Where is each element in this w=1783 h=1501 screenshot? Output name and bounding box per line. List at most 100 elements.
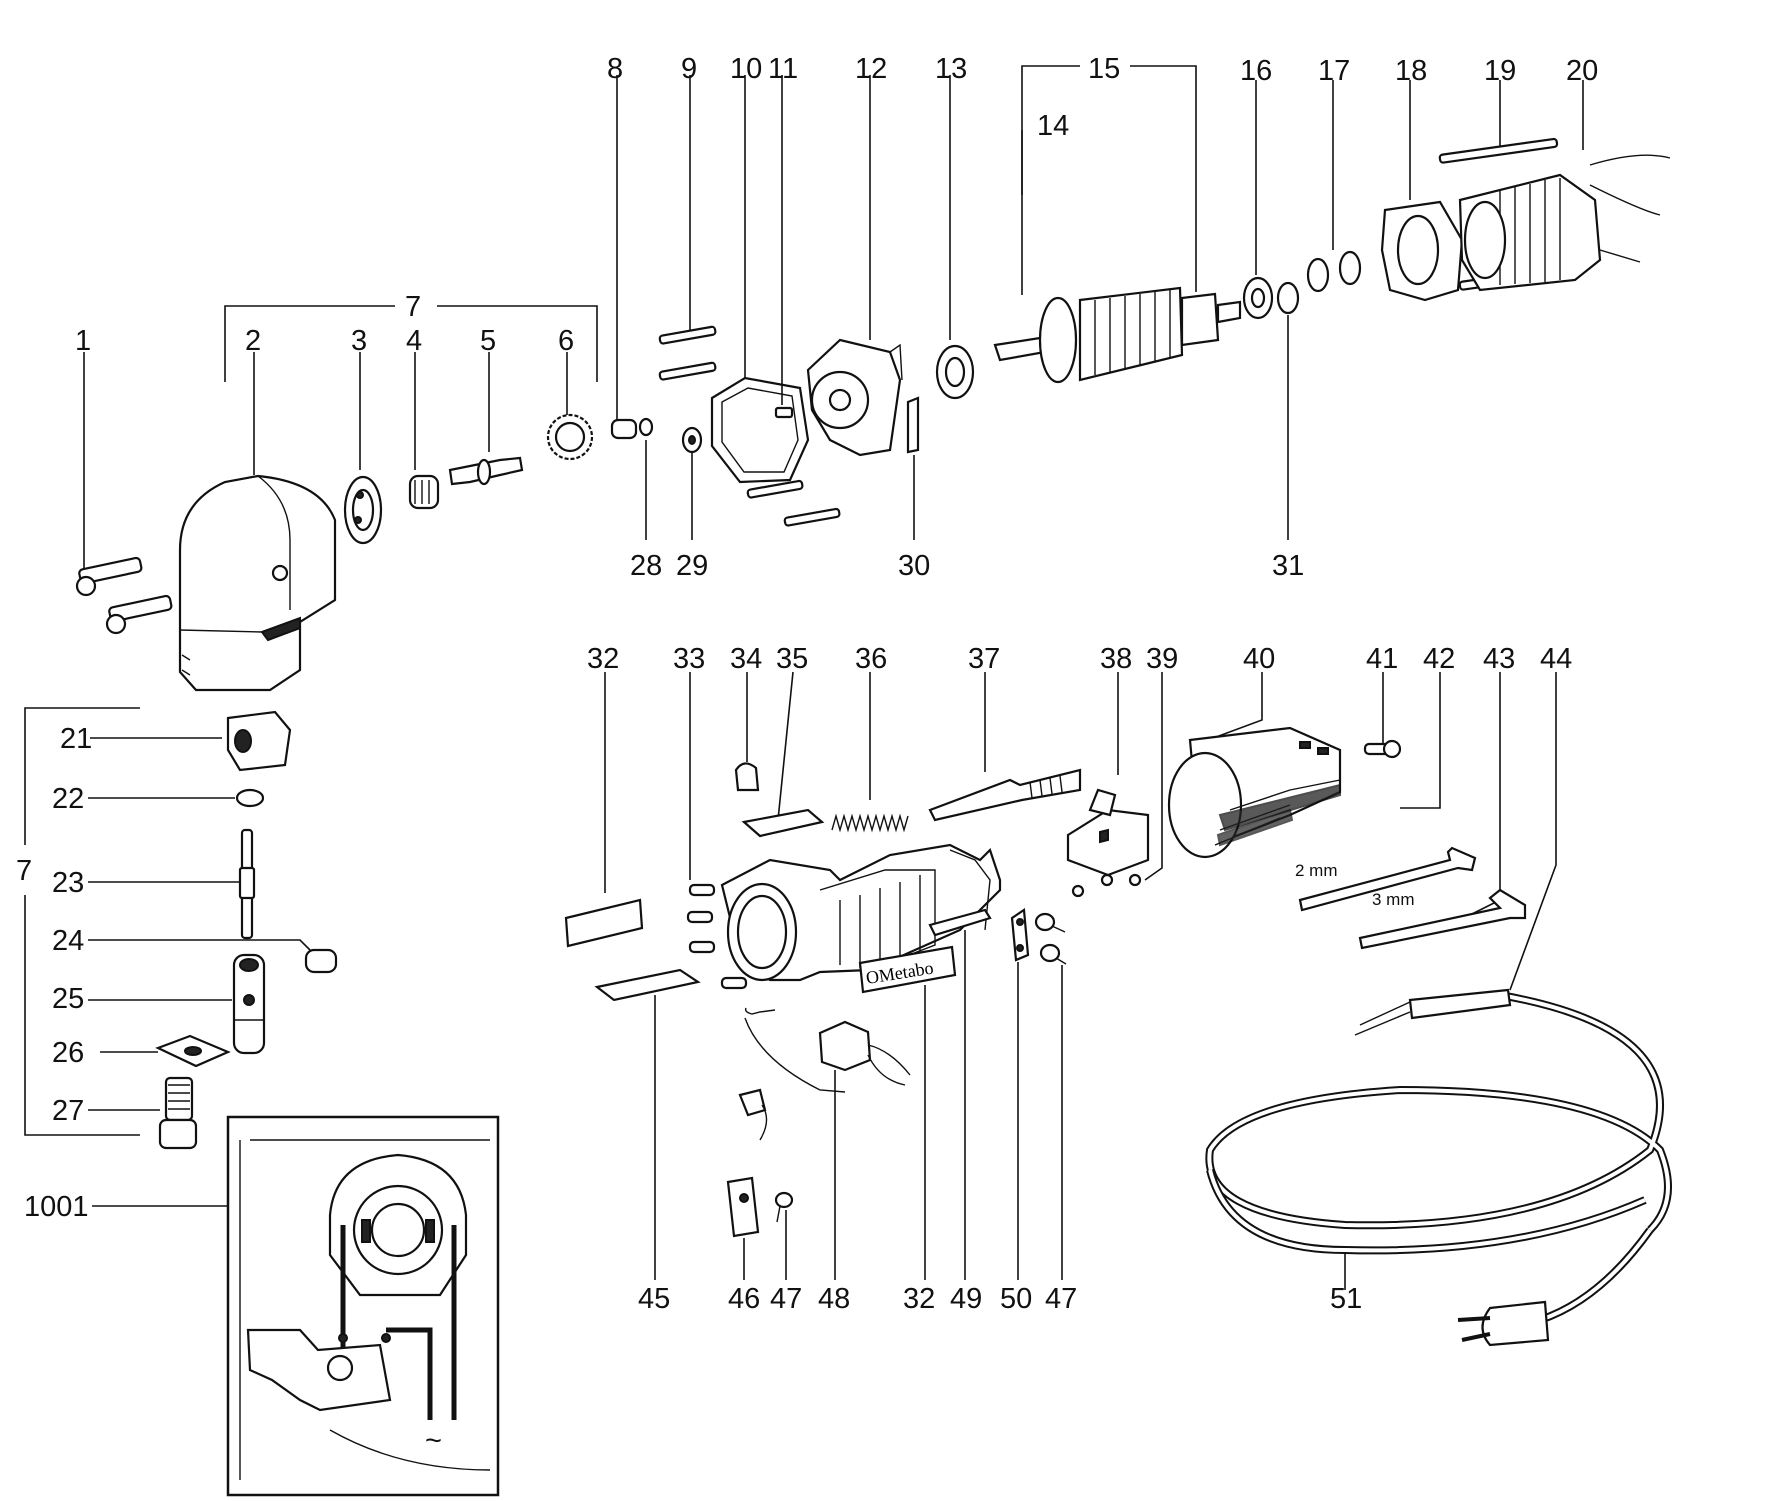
label-18: 18	[1395, 55, 1427, 87]
dim-3mm: 3 mm	[1372, 890, 1415, 909]
part-10-gasket	[710, 75, 810, 484]
label-44: 44	[1540, 643, 1572, 675]
label-50: 50	[1000, 1283, 1032, 1315]
label-39: 39	[1146, 643, 1178, 675]
label-2: 2	[245, 325, 261, 357]
part-47-screws-right	[1034, 912, 1067, 1280]
part-45-label	[594, 968, 701, 1280]
label-31: 31	[1272, 550, 1304, 582]
label-7-left: 7	[16, 855, 32, 887]
part-26-plate	[100, 1034, 231, 1068]
part-number-labels: 1 2 3 4 5 6 8 9 10 11 12 13 14 15 16 17 …	[24, 53, 1598, 1315]
label-19: 19	[1484, 55, 1516, 87]
label-28: 28	[630, 550, 662, 582]
label-43: 43	[1483, 643, 1515, 675]
part-31-ring	[1276, 281, 1300, 540]
label-13: 13	[935, 53, 967, 85]
label-29: 29	[676, 550, 708, 582]
label-37: 37	[968, 643, 1000, 675]
flange-screw	[783, 507, 841, 527]
motor-housing	[720, 843, 1002, 982]
part-12-bearing-flange	[806, 75, 903, 457]
part-3-ball-bearing	[343, 352, 383, 545]
part-18-stator-ring	[1380, 80, 1464, 302]
part-46-bracket	[726, 1088, 768, 1280]
label-15: 15	[1088, 53, 1120, 85]
part-30-pad	[906, 396, 920, 540]
label-17: 17	[1318, 55, 1350, 87]
part-9-screws	[658, 75, 717, 381]
label-21: 21	[60, 723, 92, 755]
part-28-ring	[638, 417, 654, 540]
part-16-ball-bearing	[1242, 80, 1274, 320]
part-20-field-winding	[1458, 80, 1671, 292]
label-24: 24	[52, 925, 84, 957]
part-38-switch	[1066, 672, 1150, 877]
label-49: 49	[950, 1283, 982, 1315]
label-9: 9	[681, 53, 697, 85]
label-51: 51	[1330, 1283, 1362, 1315]
part-35-plate	[741, 671, 825, 838]
label-47-left: 47	[770, 1283, 802, 1315]
label-48: 48	[818, 1283, 850, 1315]
dim-2mm: 2 mm	[1295, 861, 1338, 880]
part-48-capacitor	[744, 1007, 911, 1280]
flange-screw	[746, 479, 804, 499]
part-21-die	[90, 710, 292, 772]
label-38: 38	[1100, 643, 1132, 675]
part-37-switch-rod	[928, 672, 1082, 822]
ac-symbol: ~	[425, 1425, 442, 1457]
label-27: 27	[52, 1095, 84, 1127]
part-36-spring	[831, 672, 909, 833]
label-11: 11	[768, 53, 798, 85]
label-20: 20	[1566, 55, 1598, 87]
label-42: 42	[1423, 643, 1455, 675]
label-34: 34	[730, 643, 762, 675]
label-22: 22	[52, 783, 84, 815]
label-35: 35	[776, 643, 808, 675]
label-41: 41	[1366, 643, 1398, 675]
label-14: 14	[1037, 110, 1069, 142]
part-4-needle-sleeve	[408, 352, 440, 510]
part-34-clip	[734, 672, 760, 792]
label-45: 45	[638, 1283, 670, 1315]
part-14-armature	[993, 286, 1242, 384]
part-49-bracket	[928, 908, 992, 1280]
label-1: 1	[75, 325, 91, 357]
part-11-pin	[774, 75, 794, 419]
part-2-gear-housing	[178, 352, 337, 692]
metabo-nameplate: OMetabo	[858, 945, 957, 1280]
part-47-screw-left	[774, 1191, 794, 1280]
part-50-clamp	[1010, 908, 1030, 1280]
label-3: 3	[351, 325, 367, 357]
part-5-eccentric-shaft	[448, 352, 524, 486]
part-17-rings	[1306, 80, 1362, 293]
label-47-right: 47	[1045, 1283, 1077, 1315]
label-4: 4	[406, 325, 422, 357]
part-29-washer	[681, 426, 703, 540]
part-1-screws	[75, 352, 173, 635]
group-7-bracket-left	[24, 707, 140, 1136]
part-1001-wiring-diagram: ~	[226, 1115, 500, 1497]
label-10: 10	[730, 53, 762, 85]
label-5: 5	[480, 325, 496, 357]
label-25: 25	[52, 983, 84, 1015]
part-41-screw	[1363, 672, 1402, 759]
part-43-hex-key: 3 mm	[1358, 672, 1527, 950]
label-23: 23	[52, 867, 84, 899]
label-32-top: 32	[587, 643, 619, 675]
part-13-ball-bearing	[935, 75, 975, 400]
label-1001: 1001	[24, 1191, 89, 1223]
part-25-punch	[88, 953, 266, 1055]
label-33: 33	[673, 643, 705, 675]
part-51-power-cable	[1205, 672, 1672, 1347]
part-8-bushing	[610, 75, 638, 440]
label-30: 30	[898, 550, 930, 582]
label-16: 16	[1240, 55, 1272, 87]
group-7-bracket-top	[224, 305, 598, 382]
part-6-gear	[546, 352, 594, 461]
part-23-stud	[88, 828, 256, 940]
label-7-top: 7	[405, 291, 421, 323]
part-32-label	[564, 672, 644, 948]
